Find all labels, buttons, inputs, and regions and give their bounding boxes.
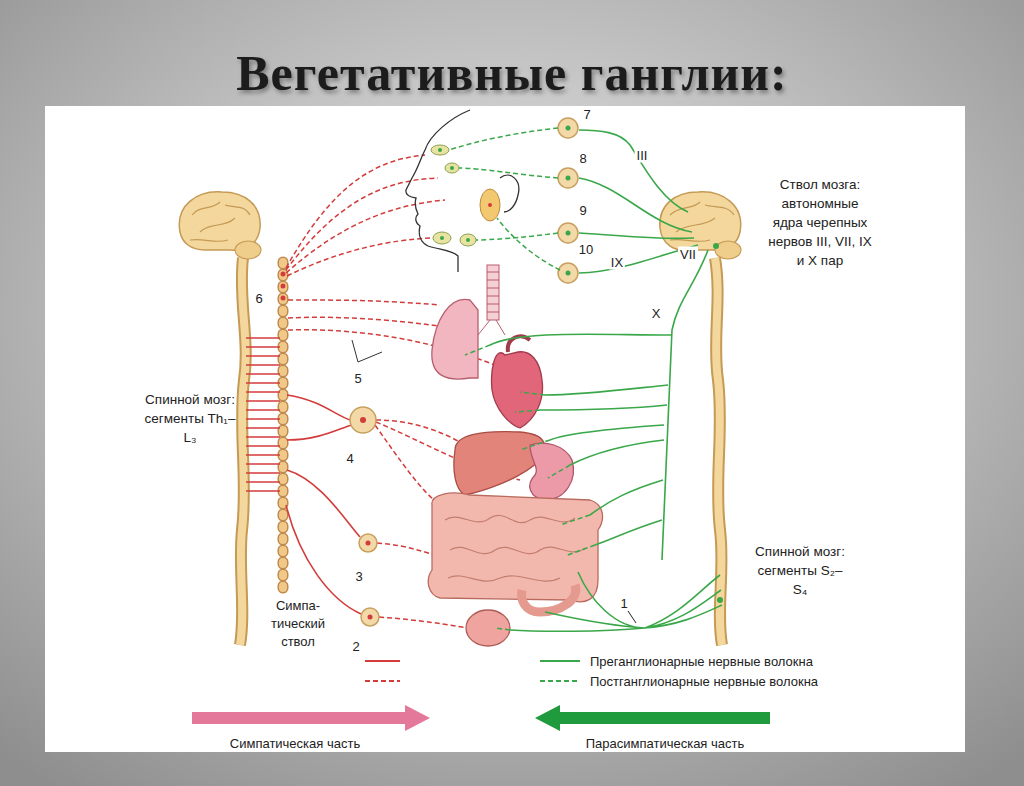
cranial-ganglia-part <box>558 223 578 243</box>
prevertebral-ganglia-part <box>366 541 371 546</box>
cranial-ganglia-part <box>558 168 578 188</box>
legend-text: Преганглионарные нервные волокна <box>590 654 813 669</box>
organs <box>428 265 602 646</box>
brain-left-part <box>190 202 250 241</box>
bracket <box>352 340 382 362</box>
cranial-ganglia <box>558 118 578 283</box>
head-profile-part <box>480 189 500 221</box>
prevertebral-ganglia-part <box>361 608 379 626</box>
callout-number: 9 <box>577 203 588 218</box>
head-profile-part <box>488 203 492 207</box>
sympathetic-trunk-part <box>279 262 287 590</box>
head-profile-part <box>440 236 444 240</box>
brain-right-part <box>715 258 722 645</box>
prevertebral-ganglia-part <box>368 615 373 620</box>
region-label: Спинной мозг: сегменты S₂–S₄ <box>753 542 848 599</box>
organs-part <box>492 352 543 428</box>
prevertebral-ganglia-part <box>360 417 366 423</box>
callout-number: 5 <box>352 371 363 386</box>
organs-part <box>432 299 478 379</box>
legend-text: Постганглионарные нервные волокна <box>590 674 818 689</box>
legend-line-samples-part <box>540 680 580 682</box>
callout-number: 4 <box>344 451 355 466</box>
head-profile-part <box>445 163 459 173</box>
brain-right-part <box>717 597 723 603</box>
head-profile-part <box>433 232 451 244</box>
white-panel <box>45 106 965 752</box>
parasympathetic-postganglionic <box>449 128 595 630</box>
callout-number: 2 <box>350 639 361 654</box>
brain-right <box>660 192 741 645</box>
brain-right-part <box>715 258 722 645</box>
legend-line-samples-part <box>365 680 400 682</box>
nerve-number: X <box>650 306 663 321</box>
callout-number: 10 <box>577 242 595 257</box>
sympathetic-trunk-part <box>278 262 289 590</box>
sympathetic-preganglionic <box>246 338 361 614</box>
sympathetic-trunk <box>281 262 286 590</box>
cranial-ganglia-part <box>566 231 571 236</box>
callout-number: 1 <box>618 596 629 611</box>
legend-line-samples-part <box>540 660 580 662</box>
head-profile-part <box>460 234 476 246</box>
callout-number: 3 <box>353 569 364 584</box>
cranial-ganglia-part <box>566 176 571 181</box>
legend-line-samples-part <box>365 660 400 662</box>
head-profile-part <box>431 145 449 155</box>
cranial-ganglia-part <box>558 118 578 138</box>
prevertebral-ganglia-part <box>359 534 377 552</box>
brain-left-part <box>240 258 246 645</box>
head-profile-part <box>500 175 519 212</box>
legend-text: Симпатическая часть <box>230 736 360 751</box>
brain-right-part <box>715 241 741 259</box>
organs-part <box>522 585 576 612</box>
head-profile-part <box>450 166 454 170</box>
head-profile-part <box>438 148 442 152</box>
brain-left-part <box>235 241 261 259</box>
trunk-label: Симпа-тический ствол <box>261 597 335 651</box>
callout-number: 8 <box>577 151 588 166</box>
nerve-number: IX <box>609 255 625 270</box>
cranial-ganglia-part <box>566 271 571 276</box>
legend-arrow <box>192 705 430 731</box>
cranial-ganglia-part <box>558 263 578 283</box>
sympathetic-trunk-part <box>281 296 286 301</box>
organs-part <box>530 443 574 500</box>
leader-line <box>628 611 636 623</box>
callout-number: 6 <box>253 291 264 306</box>
prevertebral-ganglia-part <box>350 407 376 433</box>
legend-line-samples <box>365 661 580 681</box>
sympathetic-trunk-part <box>281 284 286 289</box>
organs-part <box>466 610 510 646</box>
nerve-number: VII <box>678 247 698 262</box>
callout-number: 7 <box>581 107 592 122</box>
legend-arrow <box>535 705 770 731</box>
legend-text: Парасимпатическая часть <box>586 736 745 751</box>
organs-part <box>445 515 585 581</box>
brain-left-part <box>240 258 246 645</box>
organs-part <box>478 272 505 335</box>
slide-title: Вегетативные ганглии: <box>0 44 1024 102</box>
brainstem-label: Ствол мозга: автономные ядра черепных не… <box>768 175 872 270</box>
head-profile-part <box>406 110 470 272</box>
cranial-ganglia-part <box>566 126 571 131</box>
nerve-number: III <box>635 148 650 163</box>
head-profile <box>406 110 519 272</box>
prevertebral-ganglia <box>350 407 379 626</box>
parasympathetic-preganglionic <box>490 130 722 631</box>
region-label: Спинной мозг: сегменты Th₁–L₃ <box>144 390 236 447</box>
head-profile-part <box>466 238 470 242</box>
sympathetic-trunk-part <box>281 272 286 277</box>
brain-right-part <box>713 243 719 249</box>
